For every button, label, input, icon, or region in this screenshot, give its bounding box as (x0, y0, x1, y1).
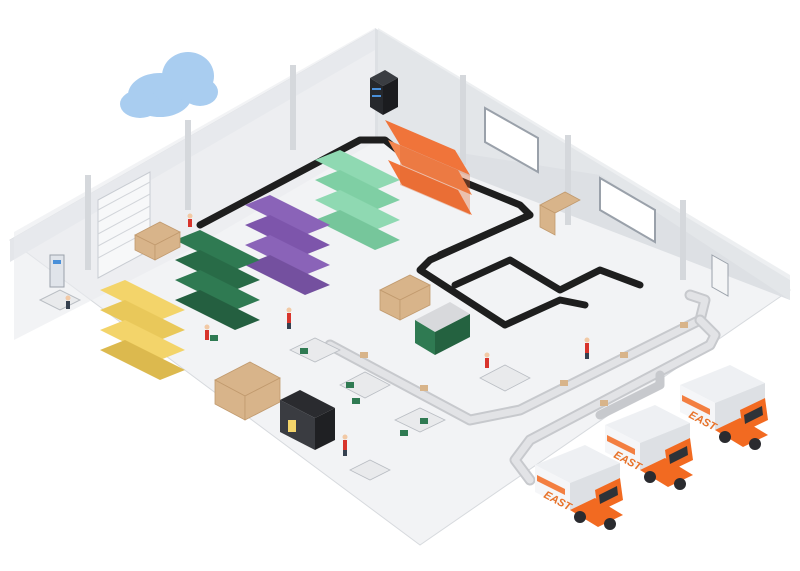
worker (584, 337, 590, 359)
worker (342, 434, 348, 456)
worker (484, 352, 490, 368)
right-wall-pillars (460, 75, 686, 280)
window (484, 106, 656, 244)
left-wall-pillars (85, 65, 296, 270)
truck-1: EAST (535, 445, 623, 530)
workers (65, 213, 590, 456)
cloud-icon (120, 52, 218, 118)
shelf-purple (245, 195, 330, 295)
shelf-teal (315, 150, 400, 250)
worker (187, 213, 193, 227)
conveyor-dark (196, 136, 644, 329)
truck-3: EAST (680, 365, 768, 450)
worker (286, 307, 292, 329)
box-stack (134, 191, 581, 421)
packing-machine (280, 390, 335, 450)
workstations (289, 337, 531, 481)
shelf-green (175, 230, 260, 330)
shelf-yellow (100, 280, 185, 380)
sorting-machine (415, 302, 470, 355)
side-door (711, 254, 729, 297)
green-bins (210, 335, 428, 436)
worker (65, 295, 71, 309)
conveyor-light (324, 289, 721, 486)
shelf-orange (385, 120, 472, 215)
worker (204, 324, 210, 340)
server-rack (370, 70, 398, 115)
conveyor-boxes (360, 322, 688, 406)
right-wall-face (378, 28, 790, 300)
